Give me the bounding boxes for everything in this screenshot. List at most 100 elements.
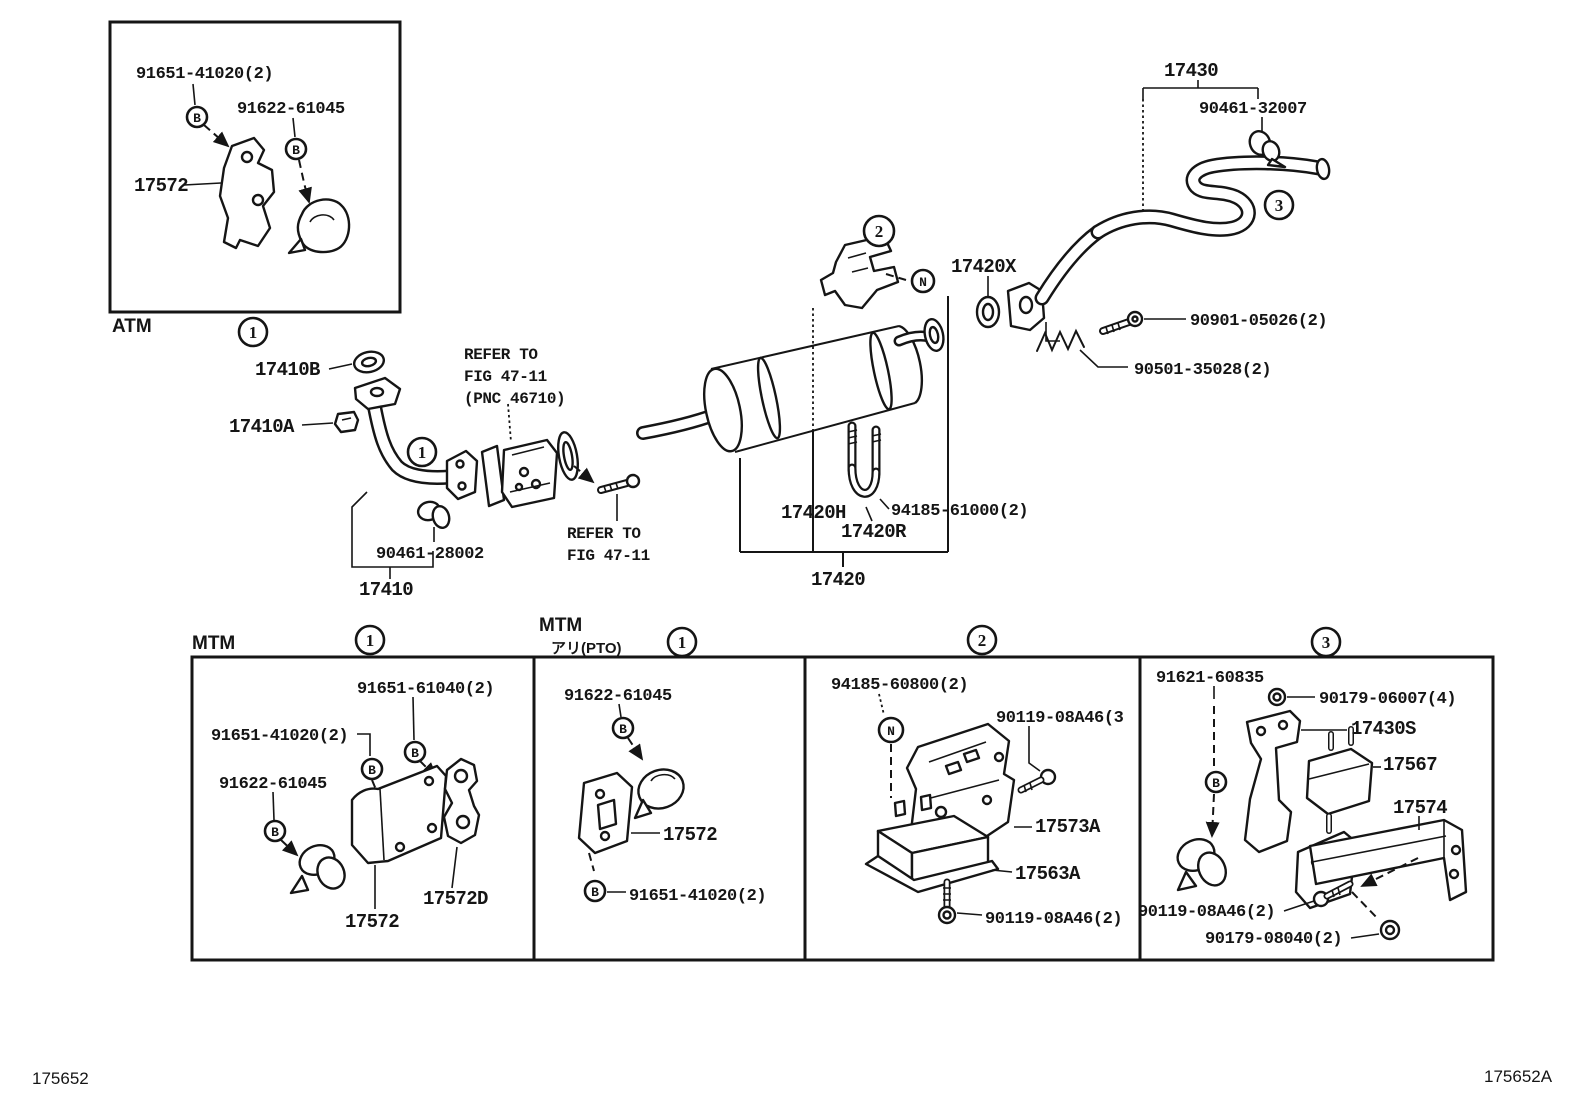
ubolt-drawing	[847, 421, 882, 498]
part-label: 90901-05026(2)	[1190, 312, 1327, 331]
part-label: 17430	[1164, 60, 1218, 82]
part-label: 94185-60800(2)	[831, 676, 968, 695]
panel-1-mtm: MTM 1 B B B	[192, 624, 495, 933]
refer-note: REFER TO	[567, 525, 641, 543]
part-label: 91622-61045	[219, 775, 327, 794]
bolt-drawing	[937, 878, 957, 925]
b-marker: B	[263, 819, 287, 843]
part-label: 91621-60835	[1156, 669, 1264, 688]
part-label: 91622-61045	[564, 687, 672, 706]
panel-4-tail-mount: 3 B	[1138, 626, 1468, 949]
bracket-17572-drawing	[218, 136, 276, 250]
variant-panels-frame	[190, 655, 1495, 962]
muffler-body-drawing	[703, 324, 924, 453]
insulator-17567-drawing	[1305, 726, 1374, 834]
cushion-drawing	[1176, 838, 1227, 892]
refer-note: FIG 47-11	[464, 368, 547, 386]
clamp-90461-32007-drawing	[1248, 130, 1287, 169]
callout-number: 1	[249, 323, 258, 342]
b-marker: B	[583, 879, 607, 903]
b-marker: B	[360, 757, 384, 781]
front-pipe-assembly: 1 17410B 17410A REFER	[229, 346, 650, 601]
part-label: 91651-41020(2)	[629, 887, 766, 906]
part-label: 17572	[663, 824, 717, 846]
part-label: 91651-61040(2)	[357, 680, 494, 699]
clamp-90461-28002-drawing	[416, 500, 451, 530]
refer-note: FIG 47-11	[567, 547, 650, 565]
hanger-bracket-drawing	[819, 234, 900, 310]
b-marker-label: B	[292, 143, 300, 158]
callout-3: 3	[1263, 189, 1295, 221]
b-marker: B	[403, 740, 427, 764]
part-label: 17567	[1383, 754, 1437, 776]
part-label: 17410A	[229, 416, 295, 438]
b-marker-label: B	[619, 722, 627, 737]
part-label: 17420H	[781, 502, 846, 524]
n-marker: N	[910, 268, 936, 294]
part-label: 90119-08A46(3	[996, 709, 1124, 728]
callout-1: 1	[406, 436, 438, 468]
callout-number: 2	[875, 222, 884, 241]
b-marker: B	[1204, 770, 1228, 794]
part-label: 17572D	[423, 888, 488, 910]
converter-gasket-drawing	[557, 431, 579, 481]
b-marker-label: B	[271, 825, 279, 840]
insulator-17563A-drawing	[864, 793, 1000, 894]
part-label: 91622-61045	[237, 100, 345, 119]
rear-flange-drawing	[445, 449, 479, 501]
part-label: 17410B	[255, 359, 320, 381]
cushion-drawing	[296, 198, 351, 254]
callout-2: 2	[966, 624, 998, 656]
part-label: 17572	[134, 175, 188, 197]
atm-detail-box: B B 91651-41020(2) 91622-61045 17572 ATM…	[108, 20, 402, 348]
outlet-flange-drawing	[923, 318, 945, 352]
callout-number: 1	[418, 443, 427, 462]
b-marker-label: B	[193, 111, 201, 126]
part-label: 17572	[345, 911, 399, 933]
transmission-tag: MTM	[192, 633, 235, 654]
b-marker: B	[611, 716, 635, 740]
part-label: 90119-08A46(2)	[1138, 903, 1275, 922]
nut-drawing	[1267, 687, 1287, 707]
gasket-17420X-drawing	[975, 295, 1001, 329]
transmission-subtag: アリ(PTO)	[551, 640, 622, 657]
b-marker: B	[185, 105, 209, 129]
transmission-tag: ATM	[112, 316, 152, 337]
bolt-drawing	[1312, 880, 1354, 908]
part-label: 91651-41020(2)	[211, 727, 348, 746]
nut-17410A-drawing	[333, 410, 360, 434]
panel-2-mtm-pto: MTM アリ(PTO) 1 B B 91622-61045	[539, 615, 767, 906]
part-label: 94185-61000(2)	[891, 502, 1028, 521]
callout-1: 1	[666, 626, 698, 658]
bracket-17430S-drawing	[1243, 709, 1302, 854]
b-marker-label: B	[591, 885, 599, 900]
part-label: 90119-08A46(2)	[985, 910, 1122, 929]
callout-1: 1	[237, 316, 269, 348]
flange-bolt-drawing	[597, 473, 641, 494]
part-label: 17574	[1393, 797, 1447, 819]
tail-flange-drawing	[1006, 281, 1046, 332]
figure-code-right: 175652A	[1484, 1067, 1553, 1086]
callout-1: 1	[354, 624, 386, 656]
callout-2: 2	[862, 214, 896, 248]
part-label: 17420	[811, 569, 865, 591]
muffler-assembly: 2 N 17420H 94185-61000(2) 17420R	[636, 214, 1060, 591]
bolt-drawing	[1017, 768, 1057, 794]
bolt-90901-drawing	[1099, 310, 1144, 335]
part-label: 17430S	[1351, 718, 1416, 740]
part-label: 90461-28002	[376, 545, 484, 564]
converter-plate-drawing	[480, 444, 506, 508]
figure-code-left: 175652	[32, 1069, 89, 1088]
transmission-tag: MTM	[539, 615, 582, 636]
b-marker: B	[284, 137, 308, 161]
callout-number: 2	[978, 631, 987, 650]
callout-3: 3	[1310, 626, 1342, 658]
tailpipe-end-drawing	[1315, 157, 1331, 181]
part-label: 17420R	[841, 521, 907, 543]
part-label: 90179-08040(2)	[1205, 930, 1342, 949]
panel-3-mount: 2 N	[831, 624, 1124, 929]
n-marker-label: N	[919, 275, 927, 290]
part-label: 17420X	[951, 256, 1017, 278]
spring-90501-drawing	[1036, 328, 1085, 353]
